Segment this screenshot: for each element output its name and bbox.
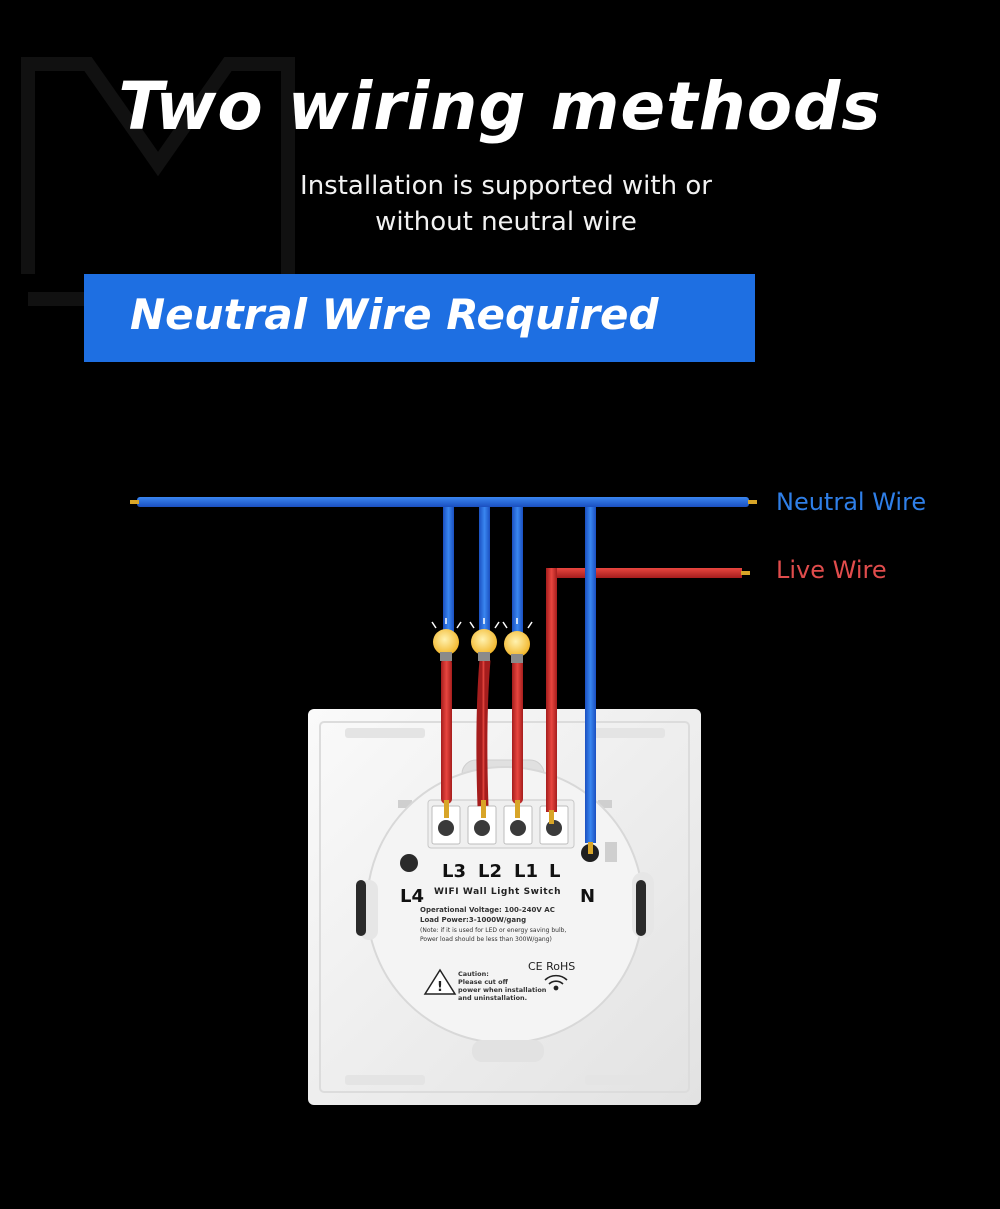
neutral-wire-label: Neutral Wire — [776, 488, 927, 516]
neutral-required-banner: Neutral Wire Required — [84, 274, 755, 362]
live-wire — [546, 568, 750, 824]
lamp-circuit-l1 — [512, 507, 523, 818]
subtitle-line-1: Installation is supported with or — [300, 171, 712, 201]
caution-line-4: and uninstallation. — [458, 994, 527, 1002]
cert-marks: CE RoHS — [528, 960, 575, 973]
terminal-label-l2: L2 — [478, 861, 502, 882]
page-title: Two wiring methods — [118, 68, 882, 145]
page-subtitle: Installation is supported with or withou… — [0, 168, 1000, 240]
caution-line-1: Caution: — [458, 970, 489, 978]
caution-line-3: power when installation — [458, 986, 547, 994]
warning-icon: ! — [423, 968, 457, 995]
switch-back-plate: L3 L2 L1 L L4 N WIFI Wall Light Switch O… — [308, 709, 701, 1105]
subtitle-line-2: without neutral wire — [375, 207, 637, 237]
spec-note-2: Power load should be less than 300W/gang… — [420, 936, 552, 943]
live-wire-label: Live Wire — [776, 556, 887, 584]
terminal-label-n: N — [580, 886, 595, 907]
terminal-label-l3: L3 — [442, 861, 466, 882]
banner-label: Neutral Wire Required — [130, 290, 659, 339]
spec-note-1: (Note: if it is used for LED or energy s… — [420, 927, 566, 934]
lamp-circuit-l3 — [441, 507, 454, 818]
terminal-label-l4: L4 — [400, 886, 424, 907]
terminal-label-l1: L1 — [514, 861, 538, 882]
bulb-icon — [469, 618, 500, 661]
spec-voltage: Operational Voltage: 100-240V AC — [420, 906, 555, 914]
svg-text:!: ! — [437, 980, 443, 995]
neutral-drop-wire — [585, 507, 596, 854]
switch-model-text: WIFI Wall Light Switch — [434, 887, 561, 897]
neutral-bus-wire — [130, 497, 757, 507]
bulb-icon — [502, 618, 533, 663]
wifi-icon — [544, 974, 568, 991]
spec-load: Load Power:3-1000W/gang — [420, 916, 526, 924]
lamp-circuit-l2 — [476, 507, 491, 818]
terminal-label-l: L — [549, 861, 560, 882]
caution-line-2: Please cut off — [458, 978, 509, 986]
bulb-icon — [431, 618, 462, 661]
